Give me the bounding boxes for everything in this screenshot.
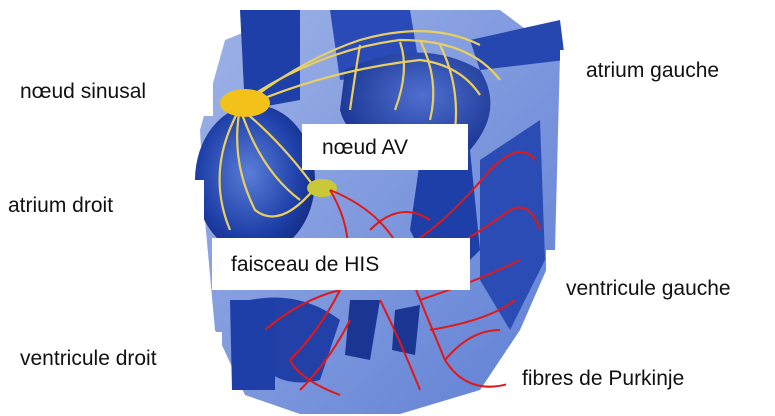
label-ventricule-droit: ventricule droit [0,332,222,384]
label-atrium-gauche: atrium gauche [560,50,775,90]
sinus-node [220,89,270,117]
label-ventricule-gauche: ventricule gauche [546,250,775,326]
right-atrium [195,105,315,255]
label-noeud-sinusal: nœud sinusal [0,66,213,116]
inferior-vessel [230,300,275,390]
label-atrium-droit: atrium droit [0,180,204,230]
label-faisceau-his: faisceau de HIS [212,238,470,290]
label-noeud-av: nœud AV [302,124,468,170]
label-fibres-purkinje: fibres de Purkinje [506,350,775,406]
